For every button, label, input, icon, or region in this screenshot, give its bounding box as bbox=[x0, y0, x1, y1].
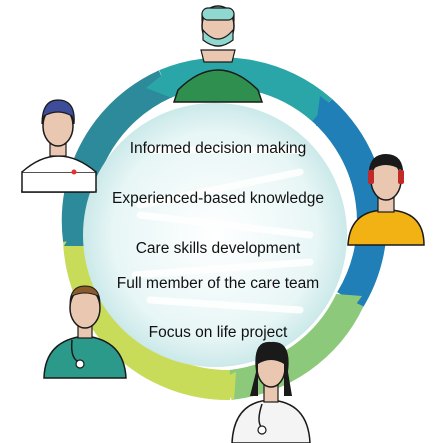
item-experienced-knowledge: Experienced-based knowledge bbox=[110, 190, 326, 207]
item-text: Experienced-based knowledge bbox=[112, 190, 324, 207]
inner-arrows bbox=[131, 146, 314, 314]
item-life-project: Focus on life project bbox=[110, 324, 326, 341]
ring-segment-teal bbox=[159, 57, 332, 122]
ring-segment-light-green bbox=[228, 293, 364, 400]
arrow-head-icon bbox=[316, 96, 344, 126]
item-care-skills: Care skills development bbox=[110, 240, 326, 257]
item-text: Full member of the care team bbox=[116, 275, 320, 292]
doctor-female-avatar-icon bbox=[231, 341, 311, 443]
ring bbox=[61, 57, 387, 401]
item-text: Care skills development bbox=[135, 240, 301, 257]
arrow-head-icon bbox=[210, 372, 236, 400]
item-text: Focus on life project bbox=[148, 324, 288, 341]
item-text: Informed decision making bbox=[129, 140, 307, 157]
arrow-head-icon bbox=[336, 294, 362, 318]
surgeon-avatar-icon bbox=[172, 5, 264, 103]
ring-segment-dark-teal bbox=[61, 70, 172, 242]
item-full-member: Full member of the care team bbox=[110, 275, 326, 292]
ring-segment-blue bbox=[311, 98, 387, 308]
patient-avatar-icon bbox=[21, 99, 98, 193]
item-informed-decision: Informed decision making bbox=[110, 140, 326, 157]
doctor-male-avatar-icon bbox=[43, 285, 127, 379]
arrow-head-icon bbox=[146, 70, 172, 98]
ring-segment-yellow-green bbox=[63, 239, 231, 401]
caregiver-avatar-icon bbox=[347, 154, 425, 246]
